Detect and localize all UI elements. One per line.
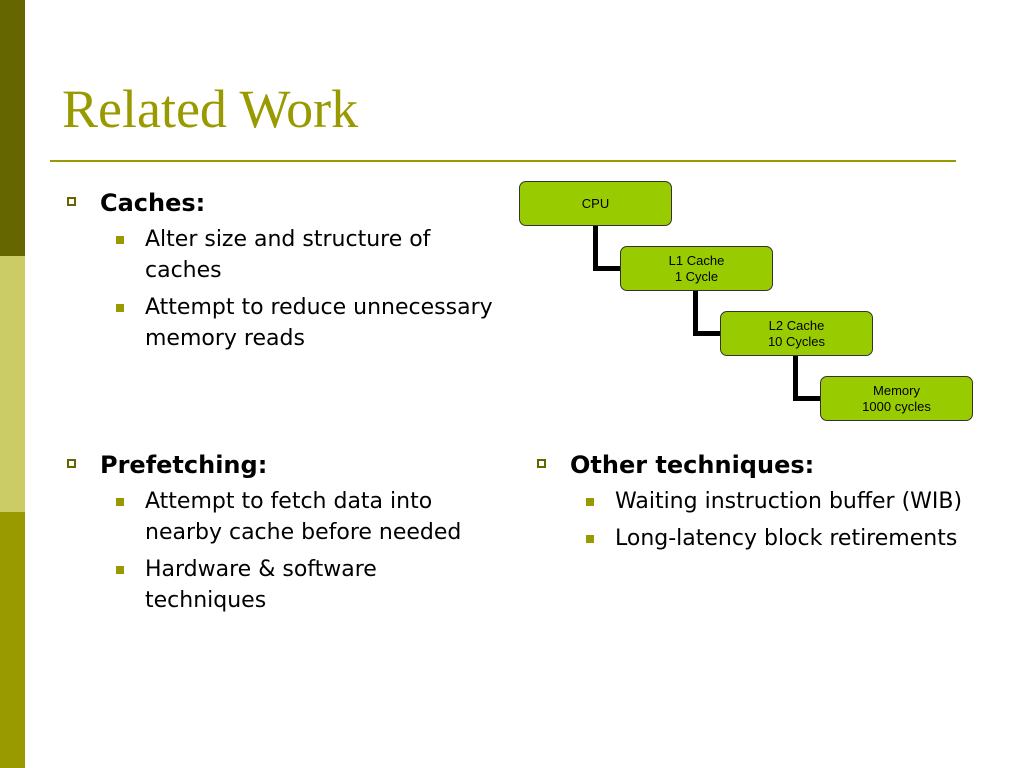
slide-title: Related Work [62, 79, 359, 139]
memory-label: Memory [873, 382, 920, 398]
list-item: Attempt to reduce unnecessary memory rea… [62, 292, 502, 354]
connector-cpu-l1-vertical [593, 226, 598, 271]
list-item: Long-latency block retirements [532, 523, 972, 554]
list-item-text: Waiting instruction buffer (WIB) [615, 489, 963, 514]
prefetching-heading-text: Prefetching: [100, 451, 268, 479]
cpu-label: CPU [581, 195, 610, 211]
connector-l1-l2-horizontal [693, 331, 721, 336]
list-item-text: Attempt to fetch data into nearby cache … [145, 489, 462, 545]
list-item: Waiting instruction buffer (WIB) [532, 486, 972, 517]
caches-heading-text: Caches: [100, 189, 206, 217]
connector-l2-memory-vertical [793, 355, 798, 401]
filled-square-bullet-icon [586, 535, 594, 543]
memory-node: Memory 1000 cycles [820, 376, 973, 421]
sidebar-band-top [0, 0, 25, 256]
list-item: Attempt to fetch data into nearby cache … [62, 486, 502, 548]
l1-cache-node: L1 Cache 1 Cycle [620, 246, 773, 291]
cpu-node: CPU [519, 181, 672, 226]
filled-square-bullet-icon [116, 236, 124, 244]
l2-cache-latency: 10 Cycles [767, 333, 826, 349]
memory-latency: 1000 cycles [862, 398, 931, 414]
caches-heading: Caches: [62, 188, 502, 218]
caches-section: Caches: Alter size and structure of cach… [62, 188, 502, 354]
l2-cache-label: L2 Cache [768, 317, 825, 333]
list-item: Hardware & software techniques [62, 554, 502, 616]
prefetching-heading: Prefetching: [62, 450, 502, 480]
list-item: Alter size and structure of caches [62, 224, 502, 286]
other-techniques-heading-text: Other techniques: [570, 451, 815, 479]
list-item-text: Alter size and structure of caches [145, 227, 431, 283]
l1-cache-latency: 1 Cycle [674, 268, 719, 284]
other-techniques-heading: Other techniques: [532, 450, 972, 480]
list-item-text: Hardware & software techniques [145, 557, 377, 613]
list-item-text: Attempt to reduce unnecessary memory rea… [145, 295, 493, 351]
prefetching-section: Prefetching: Attempt to fetch data into … [62, 450, 502, 616]
sidebar-band-middle [0, 256, 25, 512]
hollow-square-bullet-icon [537, 459, 546, 468]
sidebar-band-bottom [0, 512, 25, 768]
connector-l2-memory-horizontal [793, 396, 822, 401]
l2-cache-node: L2 Cache 10 Cycles [720, 311, 873, 356]
other-techniques-section: Other techniques: Waiting instruction bu… [532, 450, 972, 554]
list-item-text: Long-latency block retirements [615, 526, 958, 551]
hollow-square-bullet-icon [67, 459, 76, 468]
filled-square-bullet-icon [116, 498, 124, 506]
hollow-square-bullet-icon [67, 197, 76, 206]
filled-square-bullet-icon [116, 304, 124, 312]
filled-square-bullet-icon [586, 498, 594, 506]
title-divider [50, 160, 956, 162]
connector-cpu-l1-horizontal [593, 266, 622, 271]
connector-l1-l2-vertical [693, 290, 698, 336]
filled-square-bullet-icon [116, 566, 124, 574]
l1-cache-label: L1 Cache [668, 252, 725, 268]
